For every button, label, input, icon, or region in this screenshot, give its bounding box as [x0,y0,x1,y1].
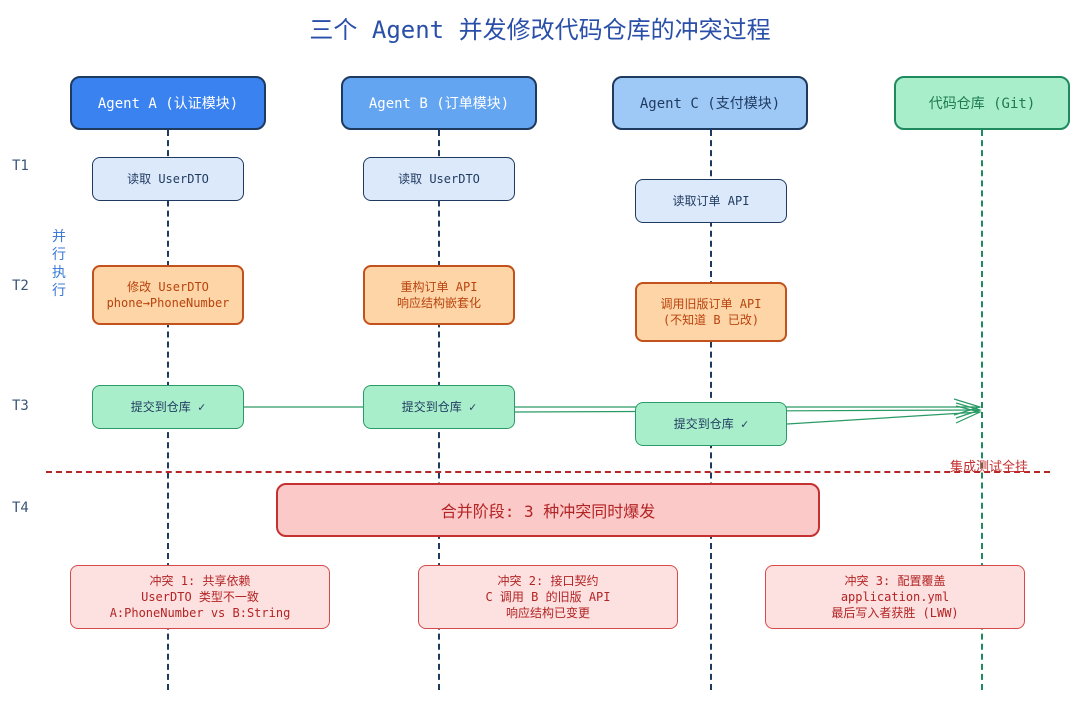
time-label-t4: T4 [12,500,29,516]
parallel-char: 行 [52,283,66,299]
conflict-3-line2: application.yml [840,590,950,604]
step-a-modify: 修改 UserDTO phone→PhoneNumber [92,265,244,325]
conflict-2-line1: 冲突 2: 接口契约 [497,574,599,588]
step-a-modify-line1: 修改 UserDTO [127,280,209,294]
time-label-t2: T2 [12,278,29,294]
step-a-read-text: 读取 UserDTO [127,172,209,186]
step-c-modify: 调用旧版订单 API (不知道 B 已改) [635,282,787,342]
merge-phase-box: 合并阶段: 3 种冲突同时爆发 [276,483,820,537]
parallel-char: 行 [52,247,66,263]
step-b-commit: 提交到仓库 ✓ [363,385,515,429]
step-c-read: 读取订单 API [635,179,787,223]
participant-agent-c-label: Agent C (支付模块) [639,96,781,112]
integration-fail-label: 集成测试全挂 [950,460,1029,475]
step-c-commit-text: 提交到仓库 ✓ [673,417,749,431]
conflict-2: 冲突 2: 接口契约 C 调用 B 的旧版 API 响应结构已变更 [418,565,678,629]
step-c-commit: 提交到仓库 ✓ [635,402,787,446]
participant-agent-a: Agent A (认证模块) [70,76,266,130]
conflict-1-line3: A:PhoneNumber vs B:String [109,606,291,620]
participant-agent-b-label: Agent B (订单模块) [368,96,510,112]
participant-git: 代码仓库 (Git) [894,76,1070,130]
commit-arrowhead-b [955,402,983,419]
parallel-execution-label: 并 行 执 行 [52,228,68,300]
step-a-modify-line2: phone→PhoneNumber [106,296,230,310]
conflict-1-line1: 冲突 1: 共享依赖 [149,574,251,588]
commit-arrowhead-a [953,398,983,416]
step-b-read: 读取 UserDTO [363,157,515,201]
time-label-t3: T3 [12,398,29,414]
commit-arrow-c [786,411,981,425]
step-c-read-text: 读取订单 API [672,194,750,208]
commit-arrowhead-c [955,405,982,424]
conflict-2-line3: 响应结构已变更 [505,606,590,620]
conflict-3-line1: 冲突 3: 配置覆盖 [844,574,946,588]
step-c-modify-line1: 调用旧版订单 API [660,297,762,311]
participant-git-label: 代码仓库 (Git) [928,96,1036,112]
step-a-commit: 提交到仓库 ✓ [92,385,244,429]
parallel-char: 并 [52,229,66,245]
participant-agent-c: Agent C (支付模块) [612,76,808,130]
conflict-3-line3: 最后写入者获胜 (LWW) [831,606,959,620]
parallel-char: 执 [52,265,66,281]
merge-phase-text: 合并阶段: 3 种冲突同时爆发 [440,502,656,521]
step-a-read: 读取 UserDTO [92,157,244,201]
step-b-modify-line1: 重构订单 API [400,280,478,294]
time-label-t1: T1 [12,158,29,174]
step-b-modify: 重构订单 API 响应结构嵌套化 [363,265,515,325]
participant-agent-b: Agent B (订单模块) [341,76,537,130]
integration-divider [46,471,1050,473]
conflict-1-line2: UserDTO 类型不一致 [141,590,259,604]
step-b-modify-line2: 响应结构嵌套化 [396,296,481,310]
step-a-commit-text: 提交到仓库 ✓ [130,400,206,414]
diagram-title: 三个 Agent 并发修改代码仓库的冲突过程 [309,16,771,44]
conflict-2-line2: C 调用 B 的旧版 API [485,590,611,604]
conflict-3: 冲突 3: 配置覆盖 application.yml 最后写入者获胜 (LWW) [765,565,1025,629]
participant-agent-a-label: Agent A (认证模块) [97,96,239,112]
step-b-read-text: 读取 UserDTO [398,172,480,186]
step-c-modify-line2: (不知道 B 已改) [662,313,760,327]
conflict-1: 冲突 1: 共享依赖 UserDTO 类型不一致 A:PhoneNumber v… [70,565,330,629]
step-b-commit-text: 提交到仓库 ✓ [401,400,477,414]
